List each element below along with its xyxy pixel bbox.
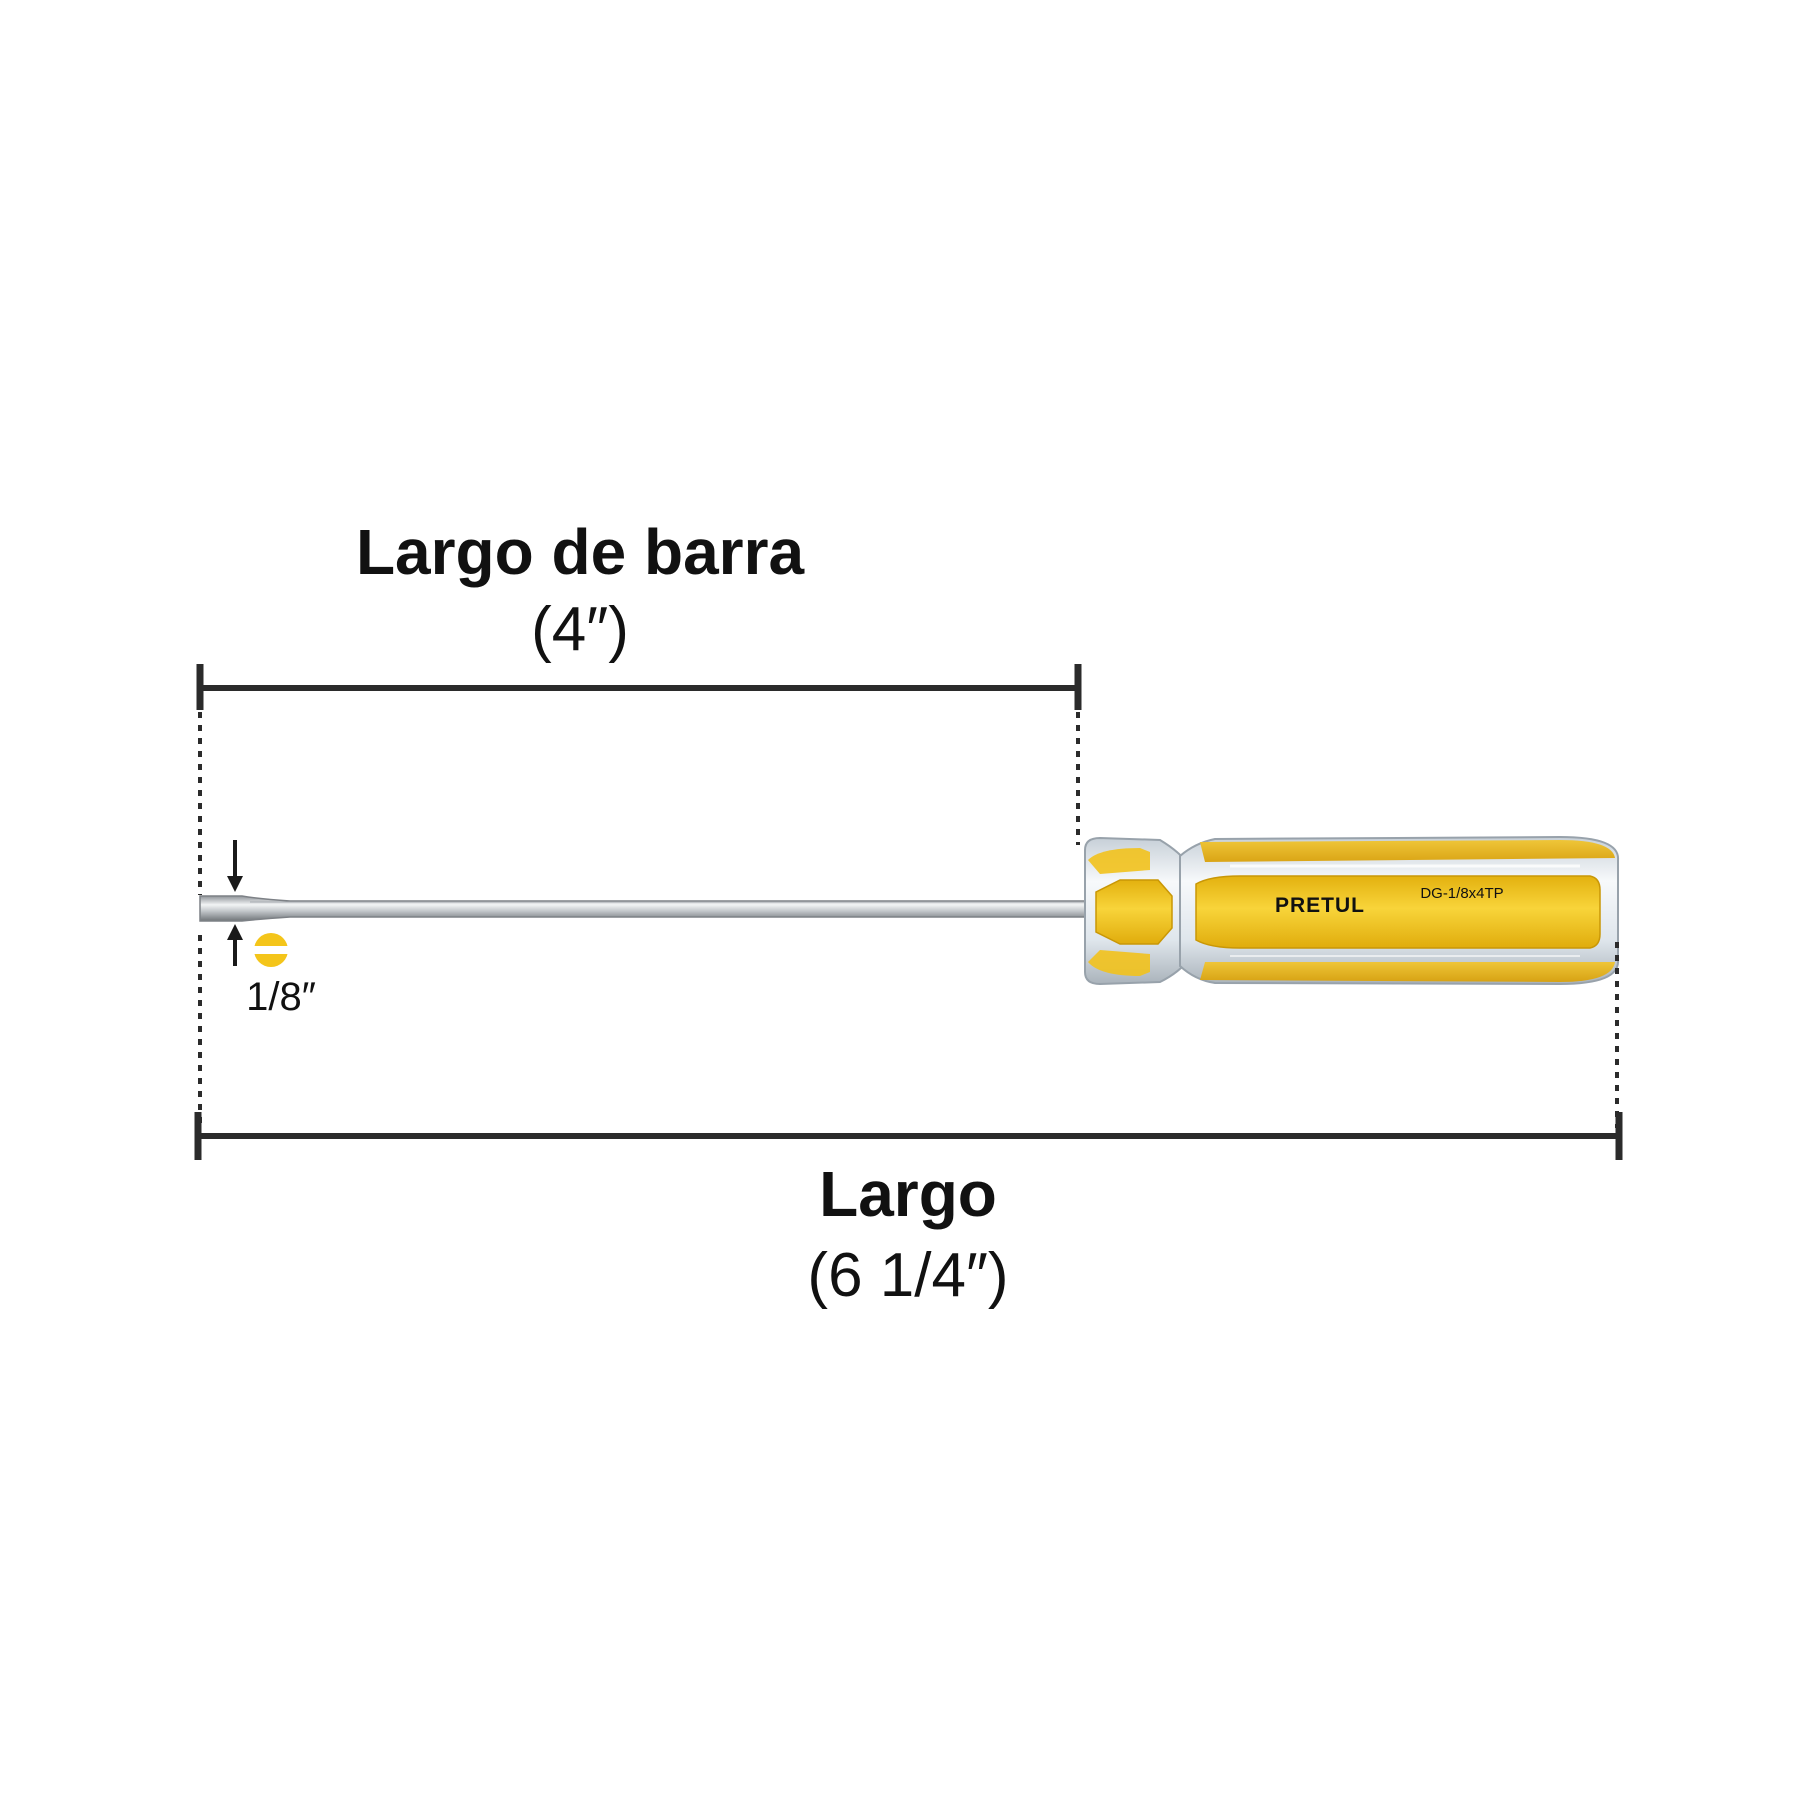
tip-width-value: 1/8″ bbox=[246, 975, 316, 1019]
overall-length-label: Largo bbox=[819, 1158, 997, 1230]
slotted-tip-icon bbox=[254, 933, 288, 967]
screwdriver-shaft bbox=[199, 895, 1086, 922]
brand-label: PRETUL bbox=[1275, 894, 1365, 917]
tip-width-indicator bbox=[227, 840, 288, 967]
shaft-length-value: (4″) bbox=[531, 595, 629, 664]
shaft-length-dimension-line bbox=[196, 664, 1082, 895]
overall-length-dimension-line bbox=[194, 935, 1623, 1160]
shaft-length-label: Largo de barra bbox=[356, 516, 805, 588]
screwdriver-handle bbox=[1084, 835, 1620, 986]
model-label: DG-1/8x4TP bbox=[1420, 885, 1503, 902]
arrow-up-icon bbox=[227, 924, 243, 966]
arrow-down-icon bbox=[227, 840, 243, 892]
overall-length-value: (6 1/4″) bbox=[807, 1241, 1008, 1310]
